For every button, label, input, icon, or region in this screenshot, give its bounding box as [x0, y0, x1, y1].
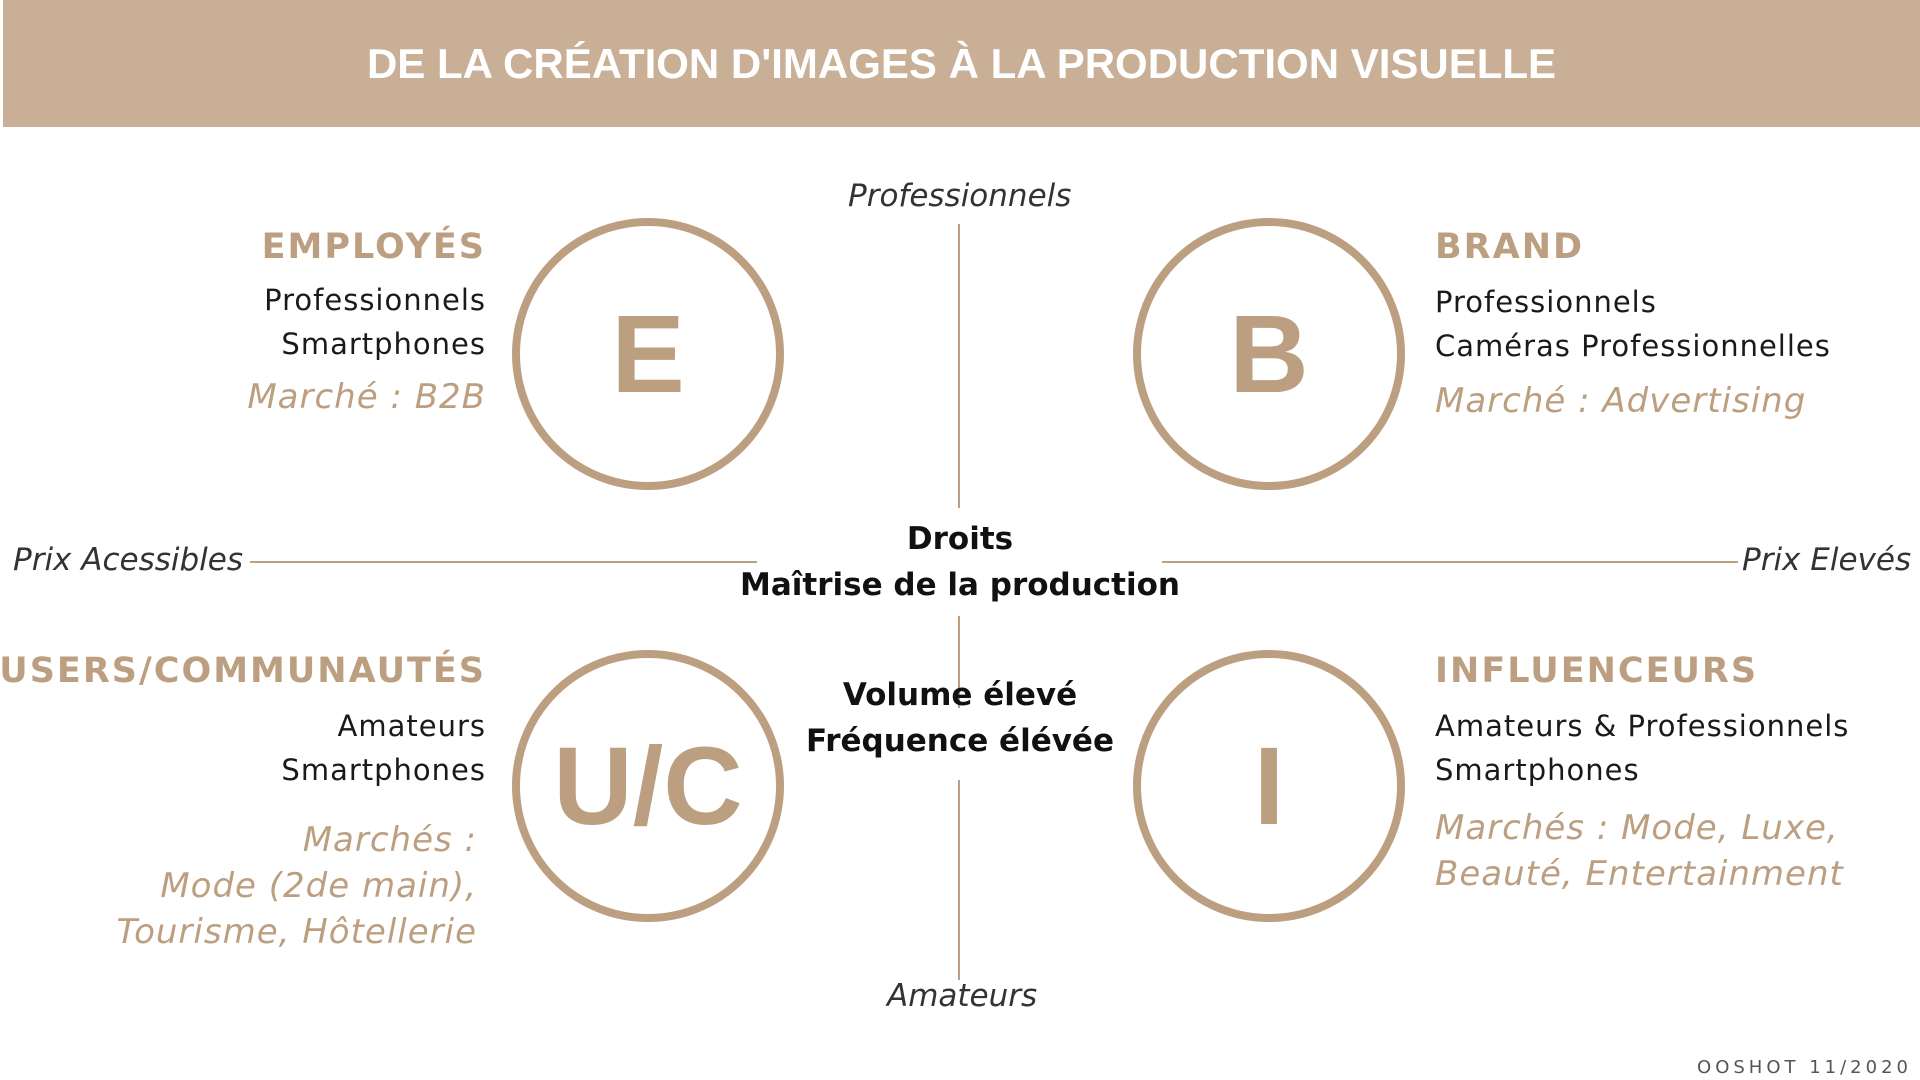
quadrant-influenceurs: INFLUENCEURS Amateurs & Professionnels S… — [1435, 646, 1849, 897]
quadrant-market: Mode (2de main), — [160, 866, 477, 906]
center-rights: Droits Maîtrise de la production — [690, 516, 1230, 608]
page-title: DE LA CRÉATION D'IMAGES À LA PRODUCTION … — [366, 39, 1557, 87]
center-line-maitrise: Maîtrise de la production — [740, 567, 1180, 603]
quadrant-line: Professionnels — [264, 283, 486, 317]
axis-label-top: Professionnels — [848, 178, 1072, 214]
axis-label-right: Prix Elevés — [1742, 542, 1912, 578]
circle-letter-uc: U/C — [553, 724, 743, 848]
quadrant-line: Amateurs & Professionnels — [1435, 709, 1850, 743]
circle-letter-i: I — [1253, 724, 1285, 848]
header-banner: DE LA CRÉATION D'IMAGES À LA PRODUCTION … — [3, 0, 1920, 127]
quadrant-title: BRAND — [1435, 227, 1585, 267]
quadrant-users-market: Marchés : Mode (2de main), Tourisme, Hôt… — [117, 817, 477, 955]
quadrant-market: Marché : B2B — [247, 377, 486, 417]
quadrant-market: Tourisme, Hôtellerie — [116, 912, 477, 952]
quadrant-line: Smartphones — [1435, 753, 1640, 787]
quadrant-employes: EMPLOYÉS Professionnels Smartphones Marc… — [247, 222, 486, 420]
axis-label-left: Prix Acessibles — [13, 542, 244, 578]
axis-horizontal-left — [250, 561, 757, 563]
footer-credit: OOSHOT 11/2020 — [1697, 1057, 1912, 1078]
quadrant-brand: BRAND Professionnels Caméras Professionn… — [1435, 222, 1831, 424]
circle-brand: B — [1133, 218, 1405, 490]
quadrant-line: Smartphones — [281, 753, 486, 787]
quadrant-line: Caméras Professionnelles — [1435, 329, 1831, 363]
quadrant-market: Marchés : — [302, 820, 477, 860]
quadrant-market: Beauté, Entertainment — [1435, 854, 1844, 894]
circle-users: U/C — [512, 650, 784, 922]
quadrant-title: USERS/COMMUNAUTÉS — [0, 651, 486, 691]
circle-employes: E — [512, 218, 784, 490]
circle-letter-e: E — [611, 292, 685, 416]
axis-vertical-middle — [958, 616, 960, 708]
quadrant-line: Smartphones — [281, 327, 486, 361]
quadrant-market: Marché : Advertising — [1435, 381, 1807, 421]
center-line-frequence: Fréquence élévée — [806, 723, 1114, 759]
quadrant-users: USERS/COMMUNAUTÉS Amateurs Smartphones — [0, 646, 486, 792]
quadrant-line: Amateurs — [337, 709, 486, 743]
quadrant-market: Marchés : Mode, Luxe, — [1435, 808, 1839, 848]
quadrant-title: INFLUENCEURS — [1435, 651, 1759, 691]
center-volume: Volume élevé Fréquence élévée — [690, 672, 1230, 764]
circle-influenceurs: I — [1133, 650, 1405, 922]
center-line-volume: Volume élevé — [842, 677, 1078, 713]
axis-label-bottom: Amateurs — [887, 978, 1038, 1014]
circle-letter-b: B — [1229, 292, 1309, 416]
axis-vertical-bottom — [958, 780, 960, 980]
axis-vertical-top — [958, 224, 960, 508]
axis-horizontal-right — [1162, 561, 1738, 563]
quadrant-line: Professionnels — [1435, 285, 1657, 319]
center-line-droits: Droits — [906, 521, 1014, 557]
quadrant-title: EMPLOYÉS — [261, 227, 486, 267]
